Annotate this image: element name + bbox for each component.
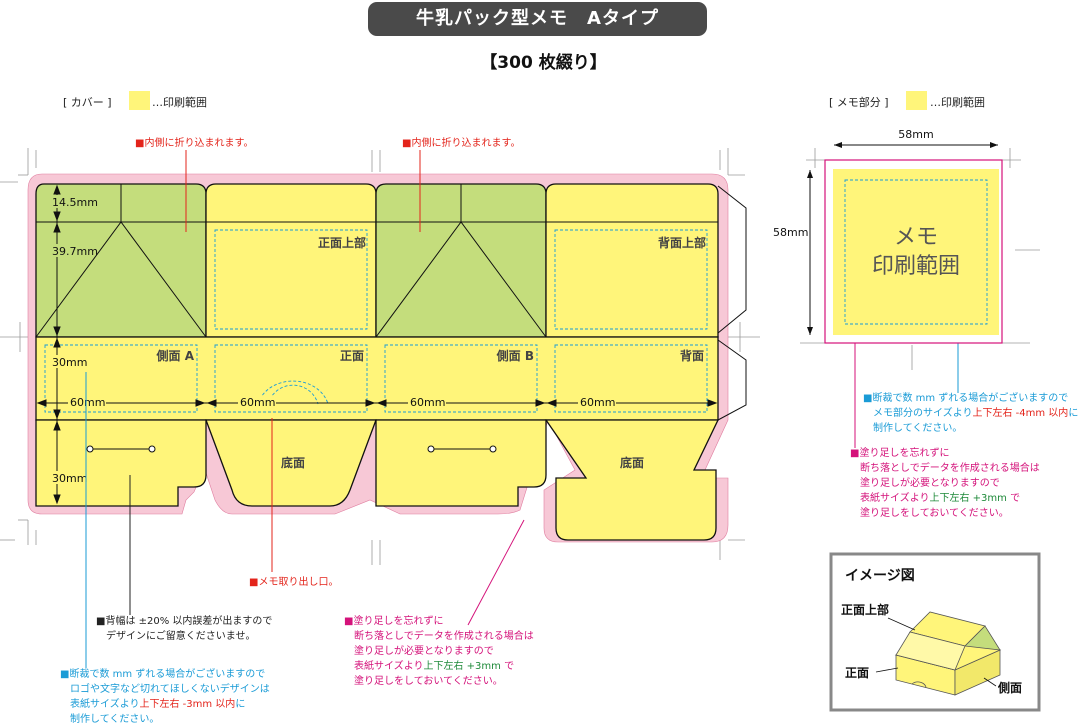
- cover-cut-note: ■断裁で数 mm ずれる場合がございますので ロゴや文字など切れてほしくないデザ…: [60, 667, 270, 727]
- spine-width-note-line1: ■背幅は ±20% 以内誤差が出ますので: [96, 616, 273, 627]
- fold-note-right: ■内側に折り込まれます。: [402, 138, 521, 149]
- crop-marks: [0, 148, 1040, 565]
- cover-legend-range: …印刷範囲: [152, 96, 207, 109]
- dieline: [35, 183, 720, 541]
- safe-areas: [44, 229, 708, 413]
- cover-legend-label: [ カバー ]: [63, 96, 112, 109]
- memo-area-label-2: 印刷範囲: [872, 254, 960, 279]
- fold-lines: [35, 184, 747, 421]
- memo-height-dim: 58mm: [773, 226, 808, 239]
- leader-lines: [85, 150, 959, 668]
- memo-width-dim: 58mm: [898, 128, 933, 141]
- cover-bleed-note: ■塗り足しを忘れずに 断ち落としでデータを作成される場合は 塗り足しが必要となり…: [344, 614, 534, 689]
- dim-width-1: 60mm: [70, 396, 105, 409]
- page-title: 牛乳パック型メモ Aタイプ: [368, 2, 707, 36]
- dim-body-height: 30mm: [52, 356, 87, 369]
- cover-cut-note-line1: ■断裁で数 mm ずれる場合がございますので: [60, 669, 266, 680]
- spine-width-note: ■背幅は ±20% 以内誤差が出ますので デザインにご留意くださいませ。: [96, 614, 272, 644]
- dim-width-2: 60mm: [240, 396, 275, 409]
- image-box-title: イメージ図: [845, 568, 915, 584]
- cover-bleed-note-line2: 断ち落としでデータを作成される場合は: [354, 631, 534, 642]
- cover-legend-swatch: [129, 91, 150, 110]
- memo-bleed-note-line2: 断ち落としでデータを作成される場合は: [860, 463, 1040, 474]
- memo-bleed-note-line5: 塗り足しをしておいてください。: [860, 508, 1009, 519]
- panel-bottom-2: 底面: [620, 455, 644, 470]
- memo-bleed-note-line4a: 表紙サイズより: [860, 493, 930, 504]
- memo-sheet: 58mm 58mm メモ 印刷範囲: [773, 128, 1003, 344]
- panel-back: 背面: [680, 348, 704, 363]
- memo-cut-note-line2a: メモ部分のサイズより: [873, 408, 973, 419]
- dim-width-3: 60mm: [410, 396, 445, 409]
- panel-front-top: 正面上部: [318, 235, 366, 250]
- memo-area-label-1: メモ: [894, 225, 938, 250]
- dim-gable-slope: 39.7mm: [52, 245, 98, 258]
- dim-gable-top: 14.5mm: [52, 196, 98, 209]
- panel-side-a: 側面 A: [156, 348, 195, 363]
- fold-note-left: ■内側に折り込まれます。: [135, 138, 254, 149]
- memo-bleed-note-line3: 塗り足しが必要となりますので: [860, 478, 1000, 489]
- cover-bleed-note-line4c: で: [500, 661, 515, 672]
- cover-cut-note-line2: ロゴや文字など切れてほしくないデザインは: [70, 684, 270, 695]
- memo-bleed-note-line4b: 上下左右 +3mm: [929, 493, 1007, 504]
- memo-cut-note: ■断裁で数 mm ずれる場合がございますので メモ部分のサイズより上下左右 -4…: [863, 391, 1078, 436]
- cover-bleed-note-line1: ■塗り足しを忘れずに: [344, 616, 444, 627]
- cover-bleed-note-line4a: 表紙サイズより: [354, 661, 424, 672]
- cover-bleed-note-line3: 塗り足しが必要となりますので: [354, 646, 494, 657]
- cover-bleed-note-line5: 塗り足しをしておいてください。: [354, 676, 503, 687]
- memo-cut-note-line1: ■断裁で数 mm ずれる場合がございますので: [863, 393, 1069, 404]
- image-box-front: 正面: [845, 666, 869, 680]
- memo-cut-note-line2b: 上下左右 -4mm 以内: [972, 408, 1069, 419]
- image-preview-box: イメージ図 正面上部 正面 側面: [829, 552, 1041, 712]
- cover-cut-note-line3a: 表紙サイズより: [70, 699, 140, 710]
- panel-front: 正面: [340, 349, 364, 363]
- dim-width-4: 60mm: [580, 396, 615, 409]
- cover-bleed-note-line4b: 上下左右 +3mm: [423, 661, 501, 672]
- panel-side-b: 側面 B: [496, 348, 534, 363]
- memo-takeout-note: ■メモ取り出し口。: [249, 577, 339, 588]
- memo-legend-range: …印刷範囲: [930, 96, 985, 109]
- image-box-front-top: 正面上部: [841, 602, 889, 617]
- page-subtitle: 【300 枚綴り】: [480, 53, 607, 73]
- string-holes: [86, 445, 497, 453]
- cover-cut-note-line3c: に: [235, 699, 246, 710]
- panel-back-top: 背面上部: [658, 235, 706, 250]
- image-box-side: 側面: [997, 680, 1022, 695]
- memo-cut-note-line2c: に: [1068, 408, 1079, 419]
- memo-bleed-note: ■塗り足しを忘れずに 断ち落としでデータを作成される場合は 塗り足しが必要となり…: [850, 446, 1040, 521]
- memo-legend-label: [ メモ部分 ]: [829, 96, 889, 109]
- cover-cut-note-line4: 制作してください。: [70, 714, 160, 725]
- dim-bottom-height: 30mm: [52, 472, 87, 485]
- memo-legend-swatch: [906, 91, 927, 110]
- memo-bleed-note-line4c: で: [1006, 493, 1021, 504]
- spine-width-note-line2: デザインにご留意くださいませ。: [106, 631, 256, 642]
- memo-bleed-note-line1: ■塗り足しを忘れずに: [850, 448, 950, 459]
- memo-cut-note-line3: 制作してください。: [873, 423, 963, 434]
- panel-bottom-1: 底面: [281, 455, 305, 470]
- cover-cut-note-line3b: 上下左右 -3mm 以内: [139, 699, 236, 710]
